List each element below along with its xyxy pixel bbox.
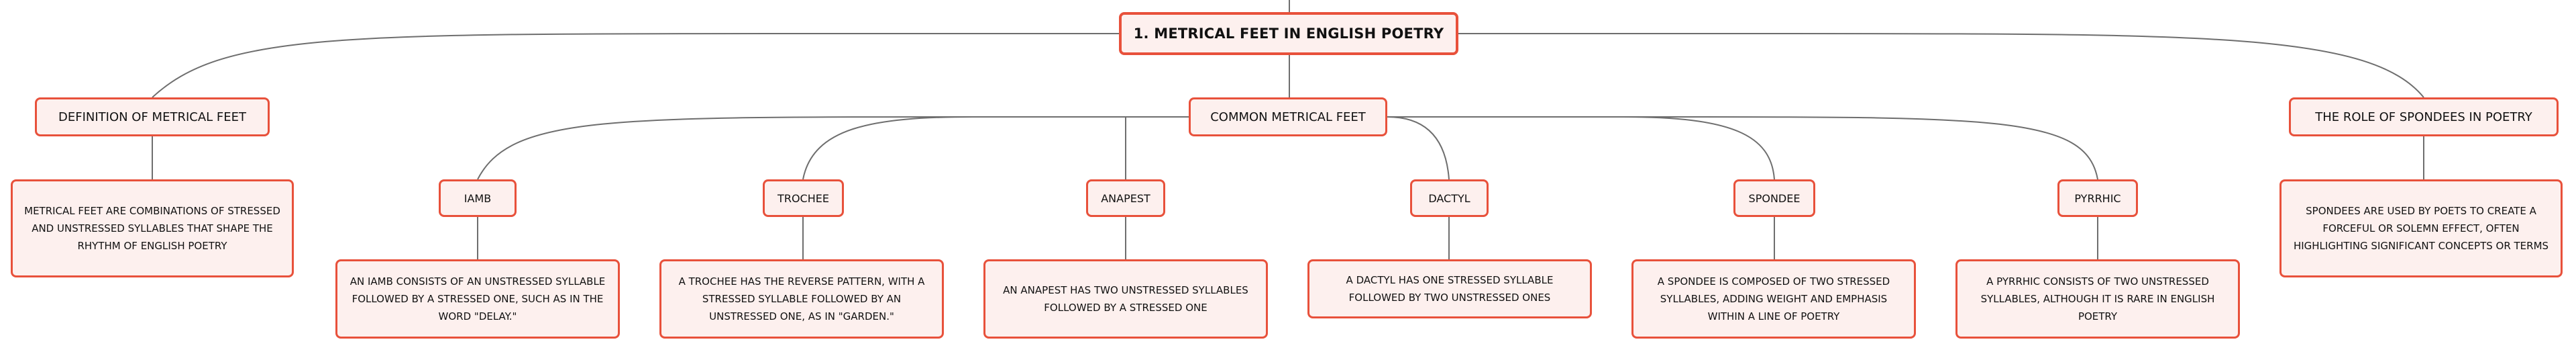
topic-dactyl[interactable]: DACTYL	[1410, 179, 1489, 217]
connector-line	[1387, 116, 2098, 180]
detail-pyrrhic[interactable]: A PYRRHIC CONSISTS OF TWO UNSTRESSED SYL…	[1955, 259, 2240, 339]
connector-line	[152, 33, 1119, 98]
topic-pyrrhic[interactable]: PYRRHIC	[2057, 179, 2138, 217]
detail-trochee[interactable]: A TROCHEE HAS THE REVERSE PATTERN, WITH …	[659, 259, 944, 339]
connector-line	[1125, 116, 1189, 179]
detail-anapest[interactable]: AN ANAPEST HAS TWO UNSTRESSED SYLLABLES …	[983, 259, 1268, 339]
detail-iamb[interactable]: AN IAMB CONSISTS OF AN UNSTRESSED SYLLAB…	[335, 259, 620, 339]
connector-line	[802, 116, 1189, 180]
topic-role-of-spondees[interactable]: THE ROLE OF SPONDEES IN POETRY	[2289, 97, 2559, 136]
connector-line	[1458, 33, 2424, 98]
topic-common-metrical-feet[interactable]: COMMON METRICAL FEET	[1189, 97, 1387, 136]
detail-dactyl[interactable]: A DACTYL HAS ONE STRESSED SYLLABLE FOLLO…	[1307, 259, 1592, 318]
topic-definition-of-metrical-feet[interactable]: DEFINITION OF METRICAL FEET	[35, 97, 270, 136]
topic-spondee[interactable]: SPONDEE	[1733, 179, 1815, 217]
topic-iamb[interactable]: IAMB	[439, 179, 517, 217]
connector-line	[1387, 116, 1775, 180]
topic-trochee[interactable]: TROCHEE	[763, 179, 844, 217]
detail-spondee[interactable]: A SPONDEE IS COMPOSED OF TWO STRESSED SY…	[1631, 259, 1916, 339]
detail-role-of-spondees[interactable]: SPONDEES ARE USED BY POETS TO CREATE A F…	[2279, 179, 2563, 277]
connector-line	[1387, 116, 1450, 180]
root-topic[interactable]: 1. METRICAL FEET IN ENGLISH POETRY	[1119, 12, 1458, 55]
topic-anapest[interactable]: ANAPEST	[1086, 179, 1165, 217]
detail-definition-of-metrical-feet[interactable]: METRICAL FEET ARE COMBINATIONS OF STRESS…	[11, 179, 294, 277]
connector-line	[477, 116, 1189, 180]
